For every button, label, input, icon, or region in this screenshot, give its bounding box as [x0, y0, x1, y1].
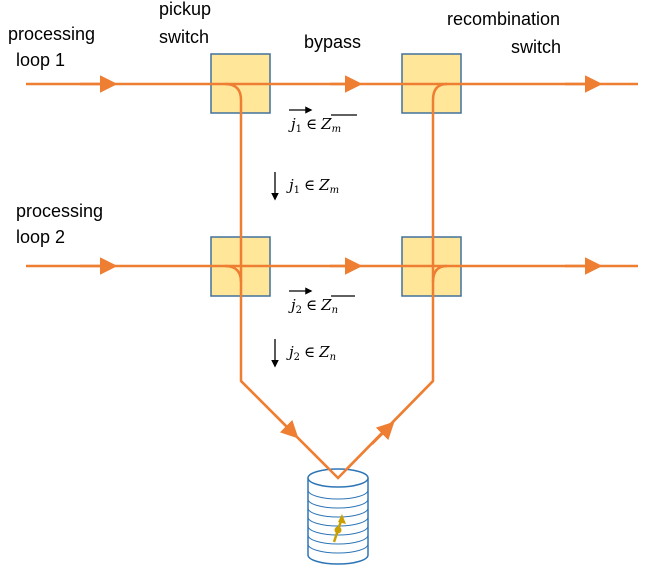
pickup-path-1: [224, 82, 243, 237]
recombination-path-2: [337, 264, 448, 479]
pickup-condition-1: j1∈Zm: [271, 172, 339, 201]
recombination-switch-label: recombination switch: [447, 9, 565, 57]
svg-text:j1∈Zm: j1∈Zm: [288, 115, 341, 135]
pickup-condition-2: j2∈Zn: [271, 339, 336, 368]
recombination-path-1: [431, 82, 448, 237]
memory-cylinder: [307, 468, 369, 565]
svg-text:j2∈Zn: j2∈Zn: [288, 296, 338, 316]
bypass-condition-1: j1∈Zm: [288, 106, 357, 135]
spin-icon: [332, 514, 346, 543]
processing-loop-1-label: processing loop 1: [8, 24, 100, 70]
bypass-condition-2: j2∈Zn: [288, 287, 355, 316]
svg-text:j1∈Zm: j1∈Zm: [286, 176, 339, 196]
bypass-label: bypass: [304, 32, 361, 52]
pickup-switch-label: pickup switch: [159, 0, 216, 47]
processing-loop-2-label: processing loop 2: [16, 201, 108, 247]
svg-text:j2∈Zn: j2∈Zn: [286, 343, 336, 363]
